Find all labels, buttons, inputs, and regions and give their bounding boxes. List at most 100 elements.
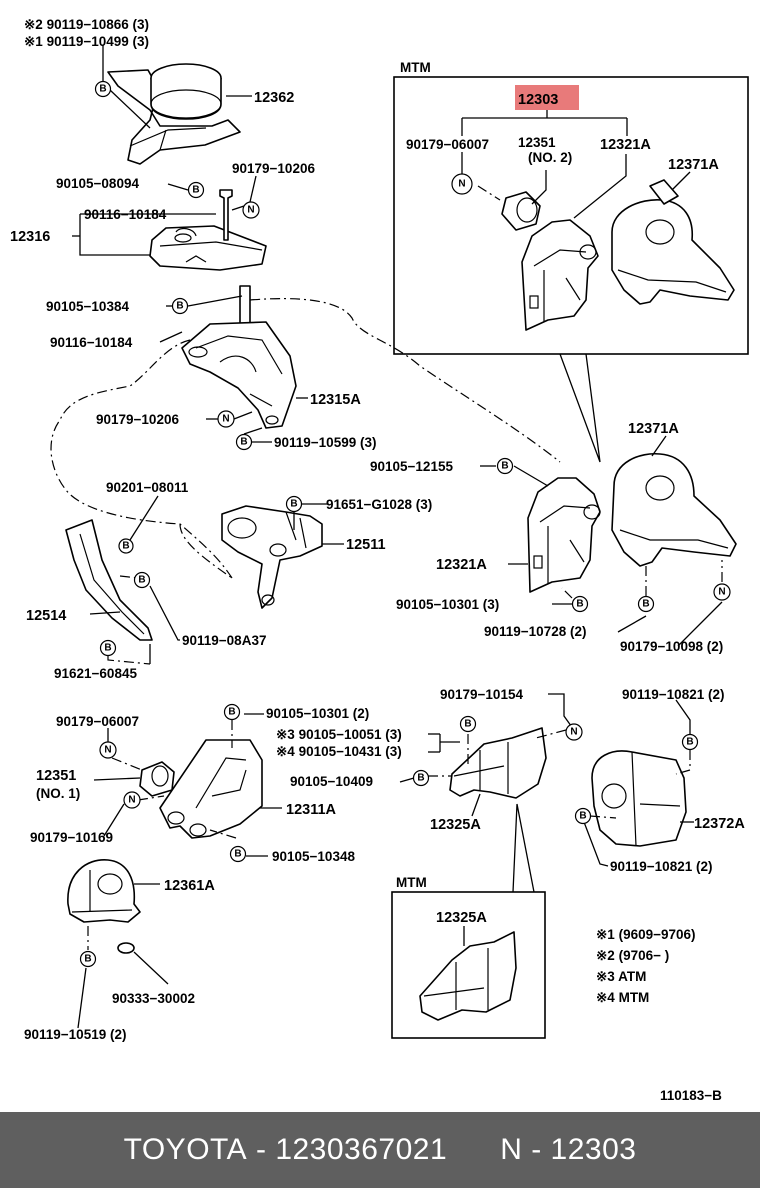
note-line: ※3 ATM bbox=[596, 969, 646, 984]
svg-text:B: B bbox=[84, 954, 91, 965]
figure-number: 110183−B bbox=[660, 1088, 722, 1103]
svg-text:B: B bbox=[138, 575, 145, 586]
part-label: 12514 bbox=[26, 608, 66, 624]
part-12321A-bracket bbox=[527, 477, 601, 593]
part-label: 90105−10301 (2) bbox=[266, 706, 369, 721]
svg-text:B: B bbox=[234, 849, 241, 860]
bolt-symbol: B bbox=[133, 571, 151, 589]
part-label: ※2 90119−10866 (3) bbox=[24, 17, 149, 32]
svg-text:B: B bbox=[576, 599, 583, 610]
nut-symbol: N bbox=[565, 723, 583, 741]
part-label: 90119−08A37 bbox=[182, 633, 266, 648]
svg-text:N: N bbox=[222, 414, 229, 425]
part-label: 90179−06007 bbox=[406, 137, 489, 152]
part-label: 90119−10599 (3) bbox=[274, 435, 376, 450]
svg-text:B: B bbox=[240, 437, 247, 448]
mtm-inset-box-bottom bbox=[391, 891, 546, 1039]
part-label: ※1 90119−10499 (3) bbox=[24, 34, 149, 49]
part-label: 90119−10519 (2) bbox=[24, 1027, 126, 1042]
part-12311A-bracket bbox=[159, 739, 263, 839]
svg-text:N: N bbox=[247, 205, 254, 216]
svg-text:B: B bbox=[417, 773, 424, 784]
nut-symbol: N bbox=[242, 201, 260, 219]
nut-symbol: N bbox=[217, 410, 235, 428]
part-label: 90105−10384 bbox=[46, 299, 129, 314]
bolt-symbol: B bbox=[681, 733, 699, 751]
part-label: 90105−12155 bbox=[370, 459, 453, 474]
svg-text:B: B bbox=[176, 301, 183, 312]
nut-symbol: N bbox=[451, 173, 473, 195]
bolt-symbol: B bbox=[285, 495, 303, 513]
part-label: 90201−08011 bbox=[106, 480, 189, 495]
mtm-inset-pointer-top bbox=[559, 353, 601, 463]
part-label: 12351 bbox=[36, 768, 76, 784]
part-12371A-mount bbox=[611, 452, 737, 567]
note-line: ※2 (9706− ) bbox=[596, 948, 669, 963]
bolt-symbol: B bbox=[229, 845, 247, 863]
part-12514-bracket bbox=[65, 519, 153, 641]
svg-text:B: B bbox=[686, 737, 693, 748]
part-label: 12361A bbox=[164, 878, 215, 894]
part-label: (NO. 1) bbox=[36, 786, 80, 801]
part-label: 12362 bbox=[254, 90, 294, 106]
bolt-symbol: B bbox=[459, 715, 477, 733]
bolt-symbol: B bbox=[171, 297, 189, 315]
svg-text:B: B bbox=[464, 719, 471, 730]
svg-text:B: B bbox=[99, 84, 106, 95]
bolt-symbol: B bbox=[496, 457, 514, 475]
part-label: 12371A bbox=[668, 157, 719, 173]
svg-text:N: N bbox=[128, 795, 135, 806]
part-label: 90179−06007 bbox=[56, 714, 139, 729]
bolt-symbol: B bbox=[412, 769, 430, 787]
bolt-symbol: B bbox=[571, 595, 589, 613]
bolt-symbol: B bbox=[94, 80, 112, 98]
bolt-symbol: B bbox=[223, 703, 241, 721]
part-12371A-mount-mtm bbox=[611, 179, 735, 305]
svg-text:B: B bbox=[104, 643, 111, 654]
part-12362-engine-mount-upper bbox=[107, 63, 241, 165]
part-label: ※3 90105−10051 (3) bbox=[276, 727, 402, 742]
bolt-symbol: B bbox=[235, 433, 253, 451]
part-label: 91621−60845 bbox=[54, 666, 137, 681]
part-12511-damper bbox=[221, 505, 323, 609]
note-line: ※4 MTM bbox=[596, 990, 649, 1005]
part-12325A-bracket-mtm bbox=[419, 931, 517, 1021]
bolt-symbol: B bbox=[574, 807, 592, 825]
svg-text:N: N bbox=[104, 745, 111, 756]
footer-code: N - 12303 bbox=[500, 1133, 637, 1166]
bolt-symbol: B bbox=[187, 181, 205, 199]
mtm-inset-box-top bbox=[393, 76, 749, 355]
part-12351-no1-bushing bbox=[139, 761, 175, 797]
leader-lines bbox=[72, 45, 723, 1029]
part-label: 90116−10184 bbox=[50, 335, 133, 350]
part-label: 12325A bbox=[430, 817, 481, 833]
part-label: 90105−08094 bbox=[56, 176, 139, 191]
part-label: 90179−10098 (2) bbox=[620, 639, 723, 654]
highlighted-part-number: 12303 bbox=[518, 92, 558, 108]
svg-text:B: B bbox=[290, 499, 297, 510]
part-label: ※4 90105−10431 (3) bbox=[276, 744, 402, 759]
part-label: 90179−10206 bbox=[96, 412, 179, 427]
svg-text:B: B bbox=[122, 541, 129, 552]
part-label: 90105−10348 bbox=[272, 849, 355, 864]
part-label: 12371A bbox=[628, 421, 679, 437]
footer-separator: - bbox=[247, 1133, 276, 1166]
bolt-symbol: B bbox=[118, 538, 134, 554]
part-label: 90119−10821 (2) bbox=[610, 859, 712, 874]
footer-brand: TOYOTA bbox=[123, 1133, 248, 1166]
part-label: 90179−10206 bbox=[232, 161, 315, 176]
footer-bar: TOYOTA - 1230367021 N - 12303 bbox=[0, 1112, 760, 1188]
part-12351-no2-bushing-mtm bbox=[501, 191, 541, 231]
part-label: 12325A bbox=[436, 910, 487, 926]
part-label: 90179−10154 bbox=[440, 687, 523, 702]
part-12372A-mount bbox=[591, 750, 687, 847]
inset-label-mtm: MTM bbox=[396, 875, 427, 890]
bolt-symbol: B bbox=[79, 950, 97, 968]
svg-text:B: B bbox=[228, 707, 235, 718]
svg-text:N: N bbox=[718, 587, 725, 598]
part-12321A-bracket-mtm bbox=[521, 219, 599, 331]
part-label: 12321A bbox=[436, 557, 487, 573]
part-label: 12351 bbox=[518, 135, 556, 150]
engine-outline-inner bbox=[179, 523, 233, 579]
